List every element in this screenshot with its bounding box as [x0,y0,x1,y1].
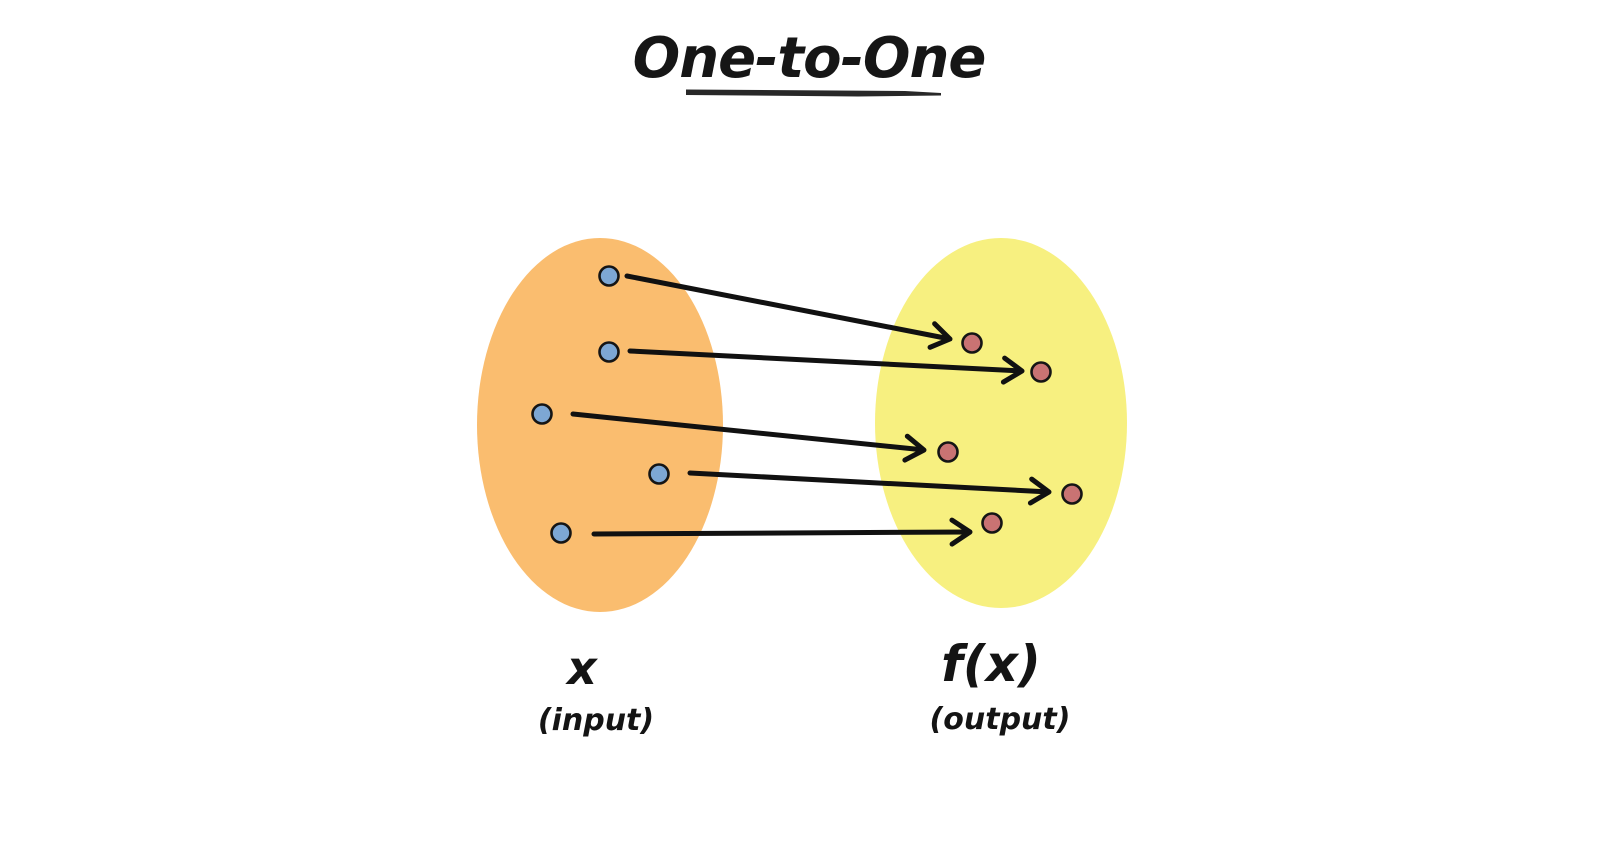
input-dot [598,341,620,363]
diagram-title: One-to-One [632,26,987,91]
output-dot [981,512,1003,534]
input-set-sublabel: (input) [537,703,655,738]
input-dot [531,403,553,425]
output-set-label: f(x) [941,635,1041,693]
output-dot [937,441,959,463]
title-underline [686,89,941,97]
mapping-arrowhead [902,433,927,463]
output-dot [961,332,983,354]
mapping-arrowhead [927,321,953,350]
output-dot [1030,361,1052,383]
output-dot [1061,483,1083,505]
mapping-arrow-shaft [627,348,1023,374]
mapping-arrow-shaft [591,529,971,537]
output-set-ellipse [875,238,1127,608]
input-set-ellipse [477,238,723,612]
mapping-arrowhead [1000,355,1025,385]
output-set-sublabel: (output) [929,702,1071,737]
input-set-label: x [567,641,597,695]
input-dot [648,463,670,485]
mapping-arrow-shaft [624,273,951,342]
input-dot [550,522,572,544]
input-dot [598,265,620,287]
mapping-arrow-shaft [687,470,1050,495]
mapping-arrow-shaft [570,411,925,453]
mapping-arrowhead [1027,476,1052,506]
mapping-arrowhead [949,517,973,547]
